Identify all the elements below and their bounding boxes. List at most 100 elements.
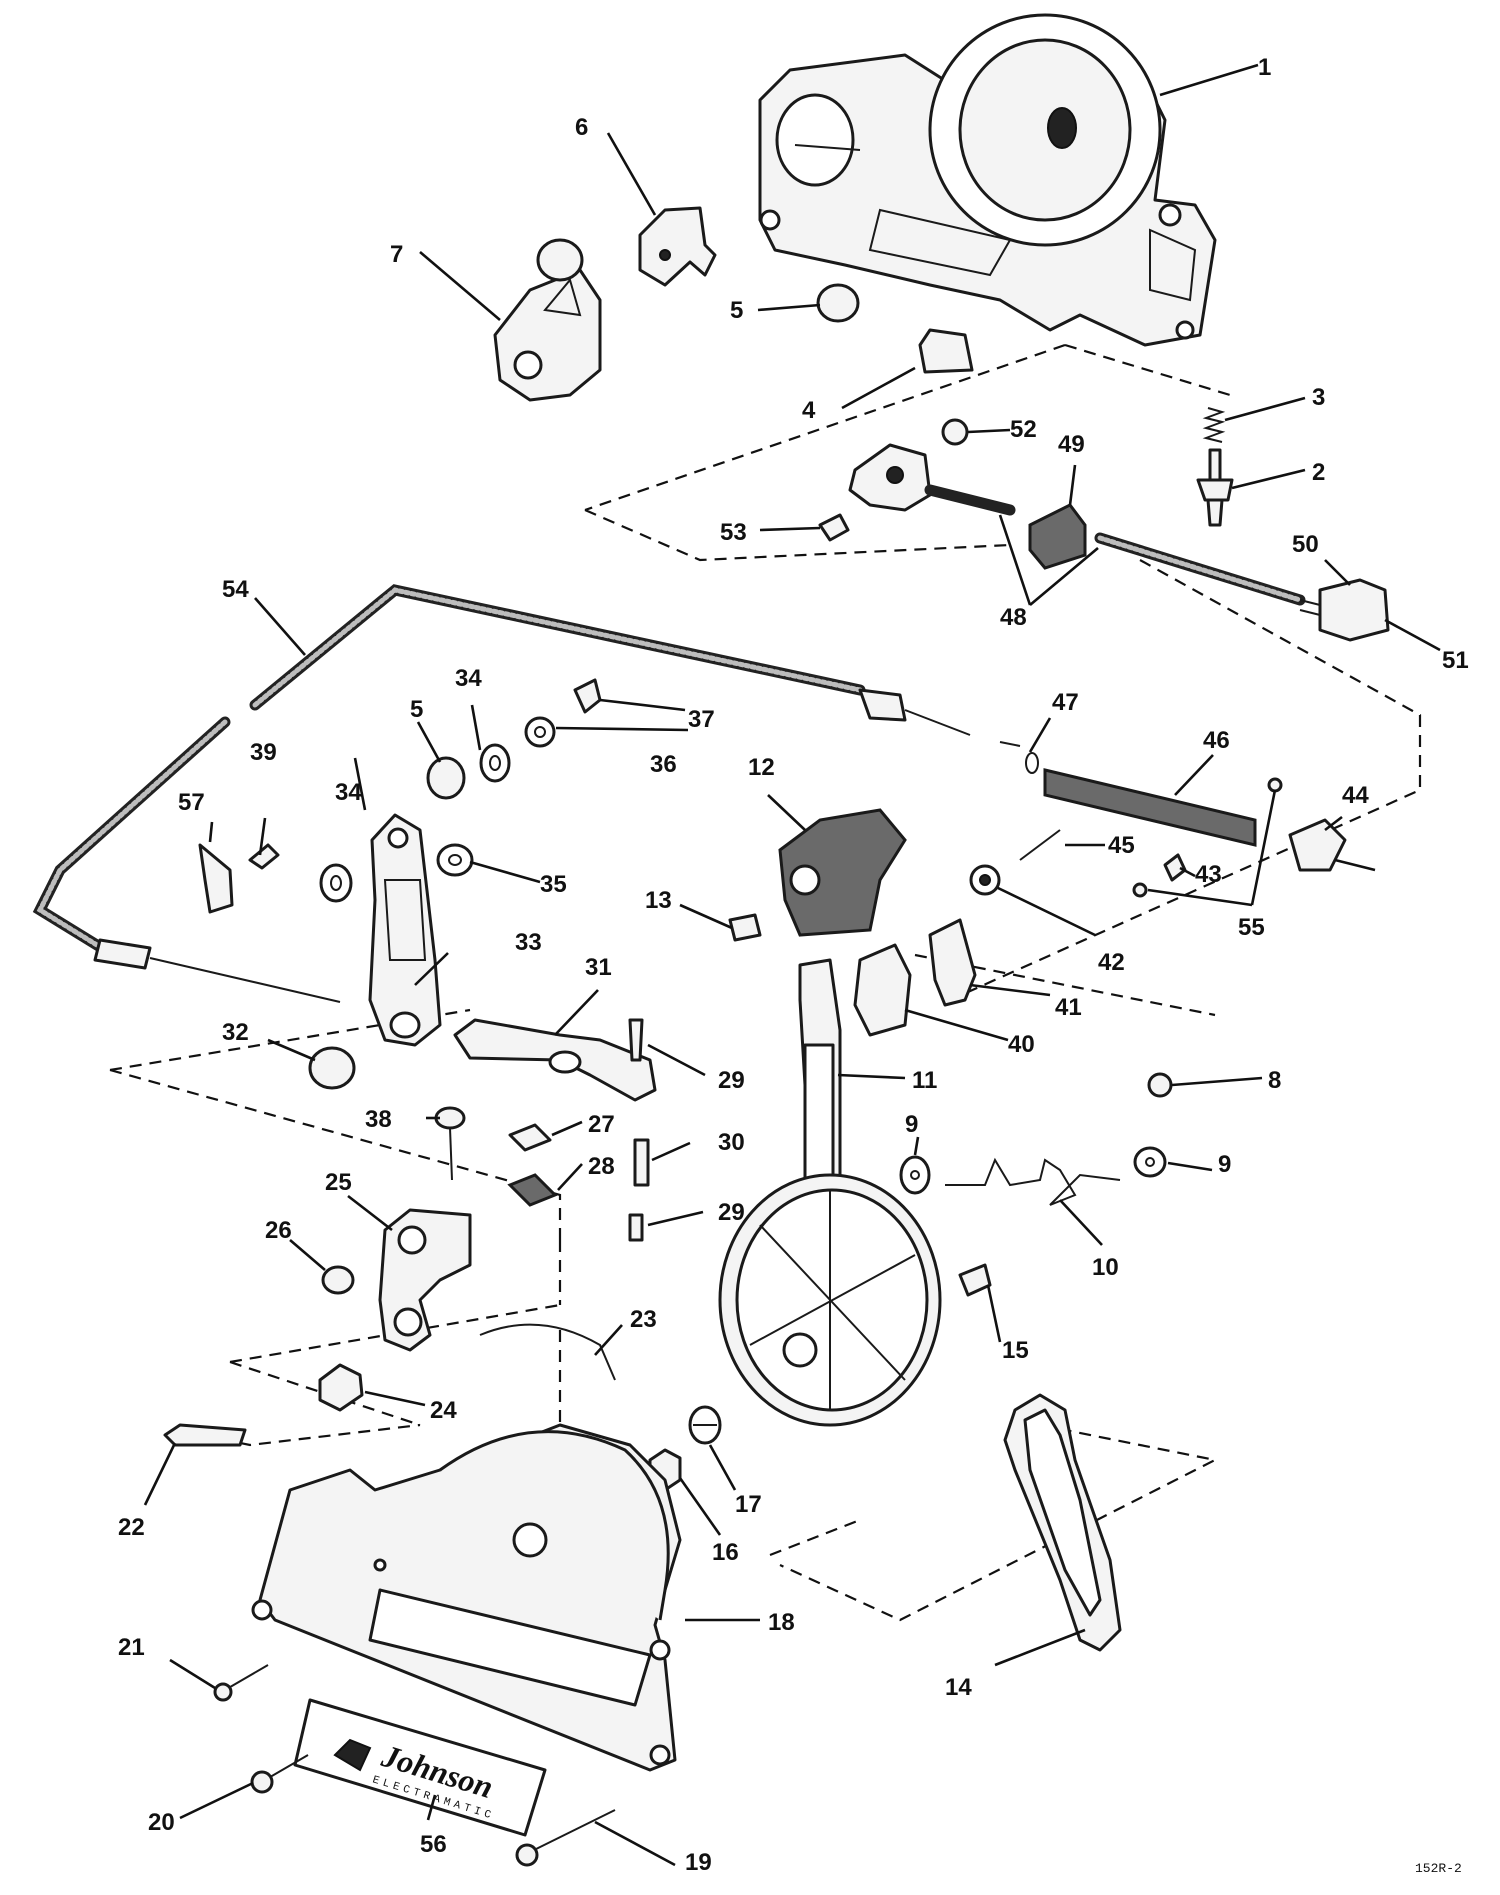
callout-45: 45 bbox=[1108, 832, 1135, 859]
screw-part-45 bbox=[1019, 829, 1061, 861]
callout-9-left: 9 bbox=[905, 1111, 918, 1138]
callout-52: 52 bbox=[1010, 416, 1037, 443]
switch-assembly bbox=[818, 443, 1016, 542]
knob-part-12 bbox=[778, 808, 907, 937]
callout-29-lower: 29 bbox=[718, 1199, 745, 1226]
callout-26: 26 bbox=[265, 1217, 292, 1244]
callout-29-upper: 29 bbox=[718, 1067, 745, 1094]
screw-part-55-lower bbox=[1132, 882, 1148, 898]
callout-10: 10 bbox=[1092, 1254, 1119, 1281]
screw-part-21 bbox=[224, 1664, 269, 1691]
callout-50: 50 bbox=[1292, 531, 1319, 558]
callout-19: 19 bbox=[685, 1849, 712, 1876]
clip-part-44 bbox=[1288, 818, 1347, 872]
callout-15: 15 bbox=[1002, 1337, 1029, 1364]
ring-part-17 bbox=[688, 1405, 722, 1445]
clip-part-57 bbox=[198, 843, 234, 914]
callout-35: 35 bbox=[540, 871, 567, 898]
plug-part-5-lower bbox=[426, 756, 466, 800]
callout-57: 57 bbox=[178, 789, 205, 816]
screw-head-part-21 bbox=[213, 1682, 233, 1702]
assembly-boundaries bbox=[109, 343, 1422, 1622]
callout-49: 49 bbox=[1058, 431, 1085, 458]
screw-part-38 bbox=[434, 1106, 466, 1181]
screw-part-15 bbox=[958, 1263, 992, 1297]
callout-51: 51 bbox=[1442, 647, 1469, 674]
block-part-40 bbox=[853, 943, 912, 1037]
lever-part-11 bbox=[718, 958, 942, 1427]
callout-46: 46 bbox=[1203, 727, 1230, 754]
callout-21: 21 bbox=[118, 1634, 145, 1661]
callout-32: 32 bbox=[222, 1019, 249, 1046]
tag-part-22 bbox=[163, 1423, 247, 1447]
washer-part-34-upper bbox=[479, 743, 511, 783]
spring-part-10 bbox=[945, 1157, 1121, 1206]
pin-part-30 bbox=[633, 1138, 650, 1187]
nut-part-52 bbox=[941, 418, 969, 446]
washer-part-9-right bbox=[1133, 1146, 1167, 1178]
callout-53: 53 bbox=[720, 519, 747, 546]
arm-part-33 bbox=[368, 813, 442, 1047]
callout-13: 13 bbox=[645, 887, 672, 914]
callout-54: 54 bbox=[222, 576, 249, 603]
callout-17: 17 bbox=[735, 1491, 762, 1518]
callout-25: 25 bbox=[325, 1169, 352, 1196]
callout-34-upper: 34 bbox=[455, 665, 482, 692]
callout-6: 6 bbox=[575, 114, 588, 141]
screw-part-26 bbox=[321, 1265, 355, 1295]
callout-41: 41 bbox=[1055, 994, 1082, 1021]
screw-part-19 bbox=[529, 1809, 616, 1853]
plate-part-14 bbox=[1003, 1393, 1122, 1652]
callout-11: 11 bbox=[912, 1067, 937, 1094]
callout-30: 30 bbox=[718, 1129, 745, 1156]
screw-part-37 bbox=[573, 678, 602, 714]
callout-34-lower: 34 bbox=[335, 779, 362, 806]
ring-part-35 bbox=[436, 843, 474, 877]
callout-16: 16 bbox=[712, 1539, 739, 1566]
callout-37: 37 bbox=[688, 706, 715, 733]
washer-part-9-left bbox=[899, 1155, 931, 1195]
screw-part-55-upper bbox=[1267, 777, 1283, 793]
bracket-part-6 bbox=[638, 206, 717, 287]
leader-lines bbox=[143, 63, 1441, 1867]
callout-27: 27 bbox=[588, 1111, 615, 1138]
connector-part-51 bbox=[1299, 578, 1390, 642]
callout-1: 1 bbox=[1258, 54, 1271, 81]
stud-part-2 bbox=[1196, 448, 1234, 527]
screw-part-20 bbox=[264, 1754, 309, 1781]
callout-8: 8 bbox=[1268, 1067, 1281, 1094]
nut-part-28 bbox=[507, 1173, 558, 1207]
bushing-part-24 bbox=[318, 1363, 364, 1412]
callout-56: 56 bbox=[420, 1831, 447, 1858]
sleeve-part-46 bbox=[1043, 768, 1257, 847]
lever-part-31 bbox=[453, 1018, 657, 1102]
callout-39: 39 bbox=[250, 739, 277, 766]
fork-part-25 bbox=[378, 1208, 472, 1352]
callout-7: 7 bbox=[390, 241, 403, 268]
callout-42: 42 bbox=[1098, 949, 1125, 976]
callout-9-right: 9 bbox=[1218, 1151, 1231, 1178]
callout-2: 2 bbox=[1312, 459, 1325, 486]
callout-18: 18 bbox=[768, 1609, 795, 1636]
block-part-4 bbox=[918, 328, 974, 374]
callout-labels: 1 2 3 4 5 6 7 52 49 53 48 50 51 54 34 5 … bbox=[118, 54, 1469, 1876]
cam-part-7 bbox=[493, 238, 602, 402]
callout-24: 24 bbox=[430, 1397, 457, 1424]
clip-part-27 bbox=[508, 1123, 552, 1152]
nameplate-part-56: Johnson ELECTRAMATIC bbox=[293, 1698, 547, 1837]
screw-part-39 bbox=[248, 843, 280, 870]
callout-23: 23 bbox=[630, 1306, 657, 1333]
callout-4: 4 bbox=[802, 397, 816, 424]
callout-43: 43 bbox=[1195, 861, 1222, 888]
callout-38: 38 bbox=[365, 1106, 392, 1133]
arrow-part-23 bbox=[479, 1323, 616, 1381]
plate-part-41 bbox=[928, 918, 977, 1007]
callout-28: 28 bbox=[588, 1153, 615, 1180]
pad-part-49 bbox=[1028, 503, 1087, 570]
screw-part-29-upper bbox=[628, 1018, 644, 1062]
callout-12: 12 bbox=[748, 754, 775, 781]
nut-part-8 bbox=[1147, 1072, 1173, 1098]
callout-33: 33 bbox=[515, 929, 542, 956]
washer-part-42 bbox=[969, 864, 1001, 896]
